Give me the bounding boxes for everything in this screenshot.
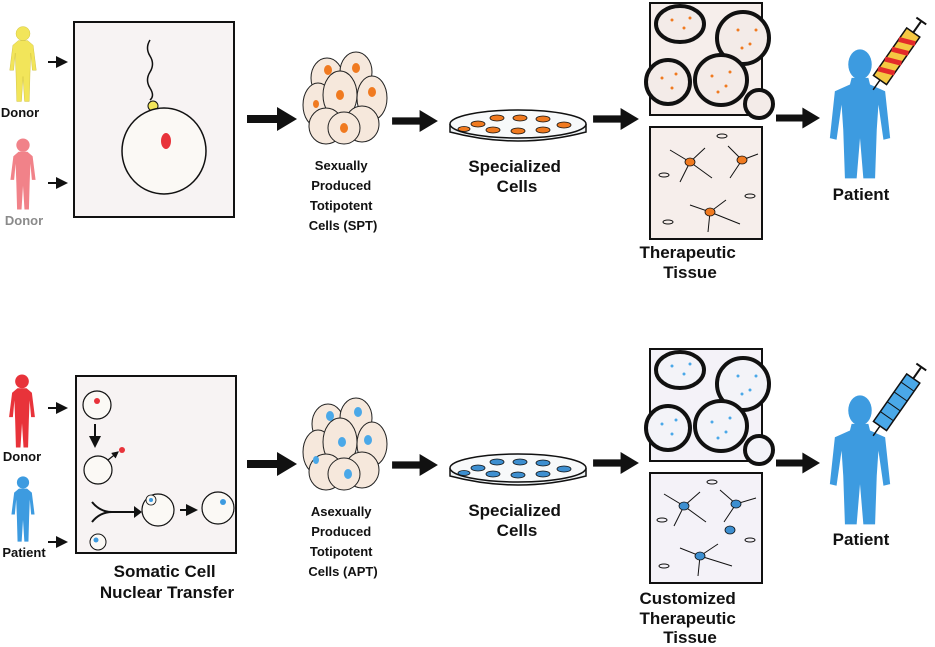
petri-dish-bottom xyxy=(449,453,587,486)
tissue-fat-top xyxy=(644,2,775,120)
egg-cell xyxy=(121,107,207,195)
arrow-to-patient-top xyxy=(776,107,820,129)
dish-label-bottom: Specialized Cells xyxy=(468,501,565,540)
donor-label-top-1: Donor xyxy=(1,105,39,120)
donor-label-bottom: Donor xyxy=(3,449,41,464)
patient-small-icon xyxy=(11,476,35,542)
arrow-to-tissue-top xyxy=(593,108,639,130)
embryo-label-top: Sexually Produced Totipotent Cells (SPT) xyxy=(309,158,378,233)
dish-label-top: Specialized Cells xyxy=(468,157,565,196)
arrow-to-dish-top xyxy=(392,110,438,132)
patient-label-bottom: Patient xyxy=(833,530,890,549)
syringe-bottom-icon xyxy=(872,362,927,437)
patient-label-top: Patient xyxy=(833,185,890,204)
embryo-label-bottom: Asexually Produced Totipotent Cells (APT… xyxy=(308,504,377,579)
tissue-label-bottom: Customized Therapeutic Tissue xyxy=(639,589,740,647)
arrow-to-dish-bottom xyxy=(392,454,438,476)
patient-label-bottom-in: Patient xyxy=(2,545,46,560)
donor-female-icon xyxy=(10,138,36,210)
arrow-to-tissue-bottom xyxy=(593,452,639,474)
scnt-panel xyxy=(75,375,237,554)
petri-dish-top xyxy=(449,109,587,142)
tissue-neural-top xyxy=(649,126,763,240)
arrow-to-embryo-top xyxy=(247,107,297,131)
donor-label-top-2: Donor xyxy=(5,213,43,228)
arrow-to-embryo-bottom xyxy=(247,452,297,476)
syringe-top-icon xyxy=(872,16,927,91)
tissue-fat-bottom xyxy=(644,348,775,466)
arrow-to-patient-bottom xyxy=(776,452,820,474)
donor-female-red-icon xyxy=(9,374,35,448)
tissue-neural-bottom xyxy=(649,472,763,584)
scnt-label: Somatic Cell Nuclear Transfer xyxy=(100,562,235,602)
embryo-apt xyxy=(302,397,388,491)
fertilization-panel xyxy=(73,21,235,218)
tissue-label-top: Therapeutic Tissue xyxy=(639,243,740,282)
egg-nucleus xyxy=(161,133,171,149)
embryo-spt xyxy=(302,51,388,145)
sperm-tail xyxy=(146,39,154,101)
donor-male-icon xyxy=(9,26,37,102)
